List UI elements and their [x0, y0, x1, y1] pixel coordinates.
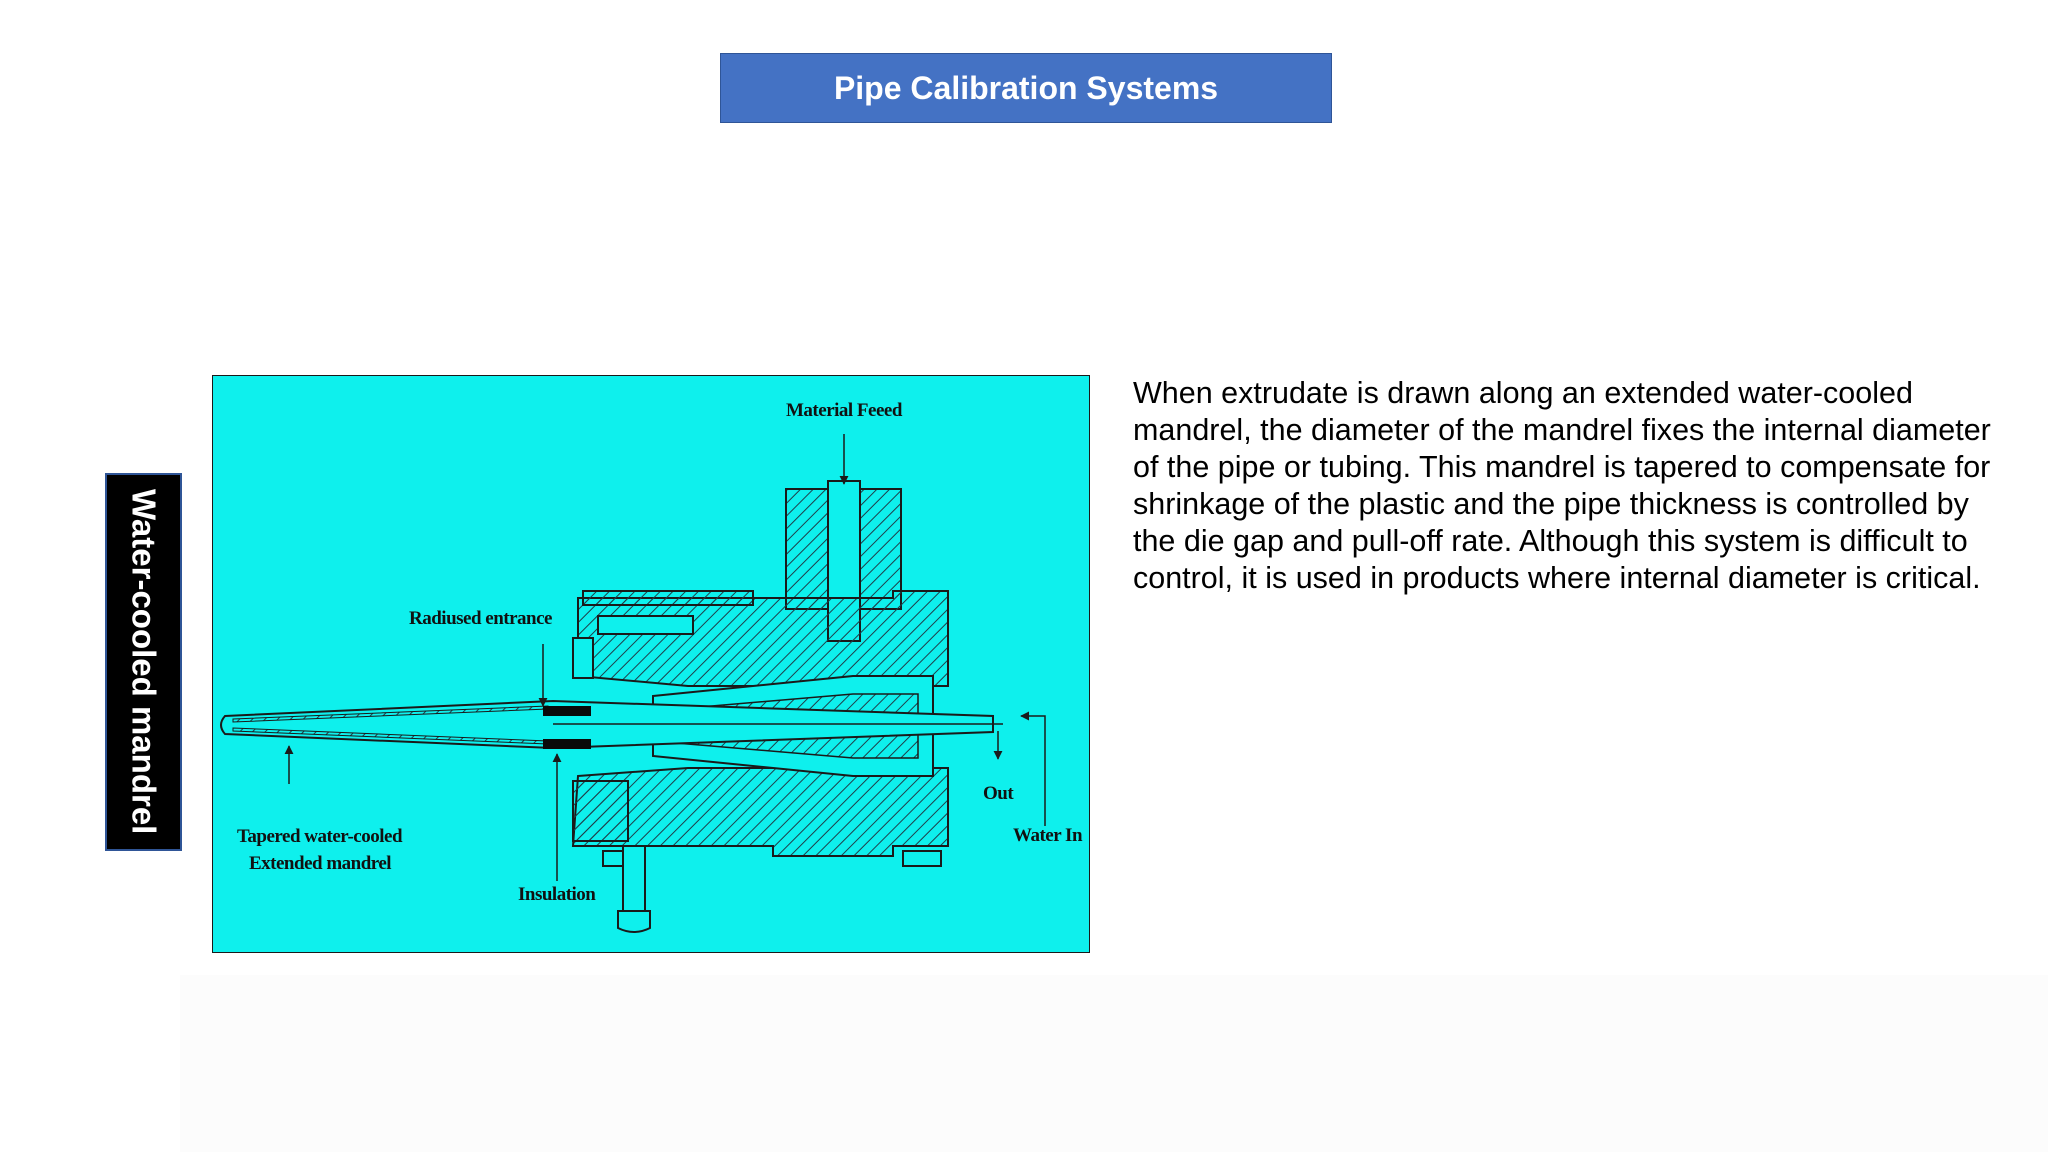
side-label-text: Water-cooled mandrel	[125, 489, 163, 835]
extrusion-die-diagram: Material Feeed Radiused entrance Tapered…	[212, 375, 1090, 953]
water-in-arrow	[1020, 711, 1046, 826]
label-out: Out	[983, 783, 1014, 804]
label-water-in: Water In	[1013, 825, 1083, 846]
label-material-feed: Material Feeed	[786, 400, 902, 421]
description-paragraph: When extrudate is drawn along an extende…	[1133, 376, 1991, 595]
title-banner: Pipe Calibration Systems	[720, 53, 1332, 123]
label-radiused-entrance: Radiused entrance	[409, 608, 552, 629]
label-tapered-line1: Tapered water-cooled	[237, 826, 403, 847]
upper-die-body	[572, 590, 949, 687]
bolt	[617, 845, 651, 933]
side-label-box: Water-cooled mandrel	[105, 473, 182, 851]
insulation-top	[543, 706, 591, 716]
slide-title: Pipe Calibration Systems	[833, 69, 1219, 106]
label-insulation: Insulation	[518, 884, 596, 905]
diagram-drawing	[220, 434, 1046, 933]
description-text-block: When extrudate is drawn along an extende…	[1133, 375, 1993, 597]
label-tapered-line2: Extended mandrel	[249, 853, 392, 874]
slide-bottom-band	[180, 975, 2048, 1152]
insulation-bottom	[543, 739, 591, 749]
